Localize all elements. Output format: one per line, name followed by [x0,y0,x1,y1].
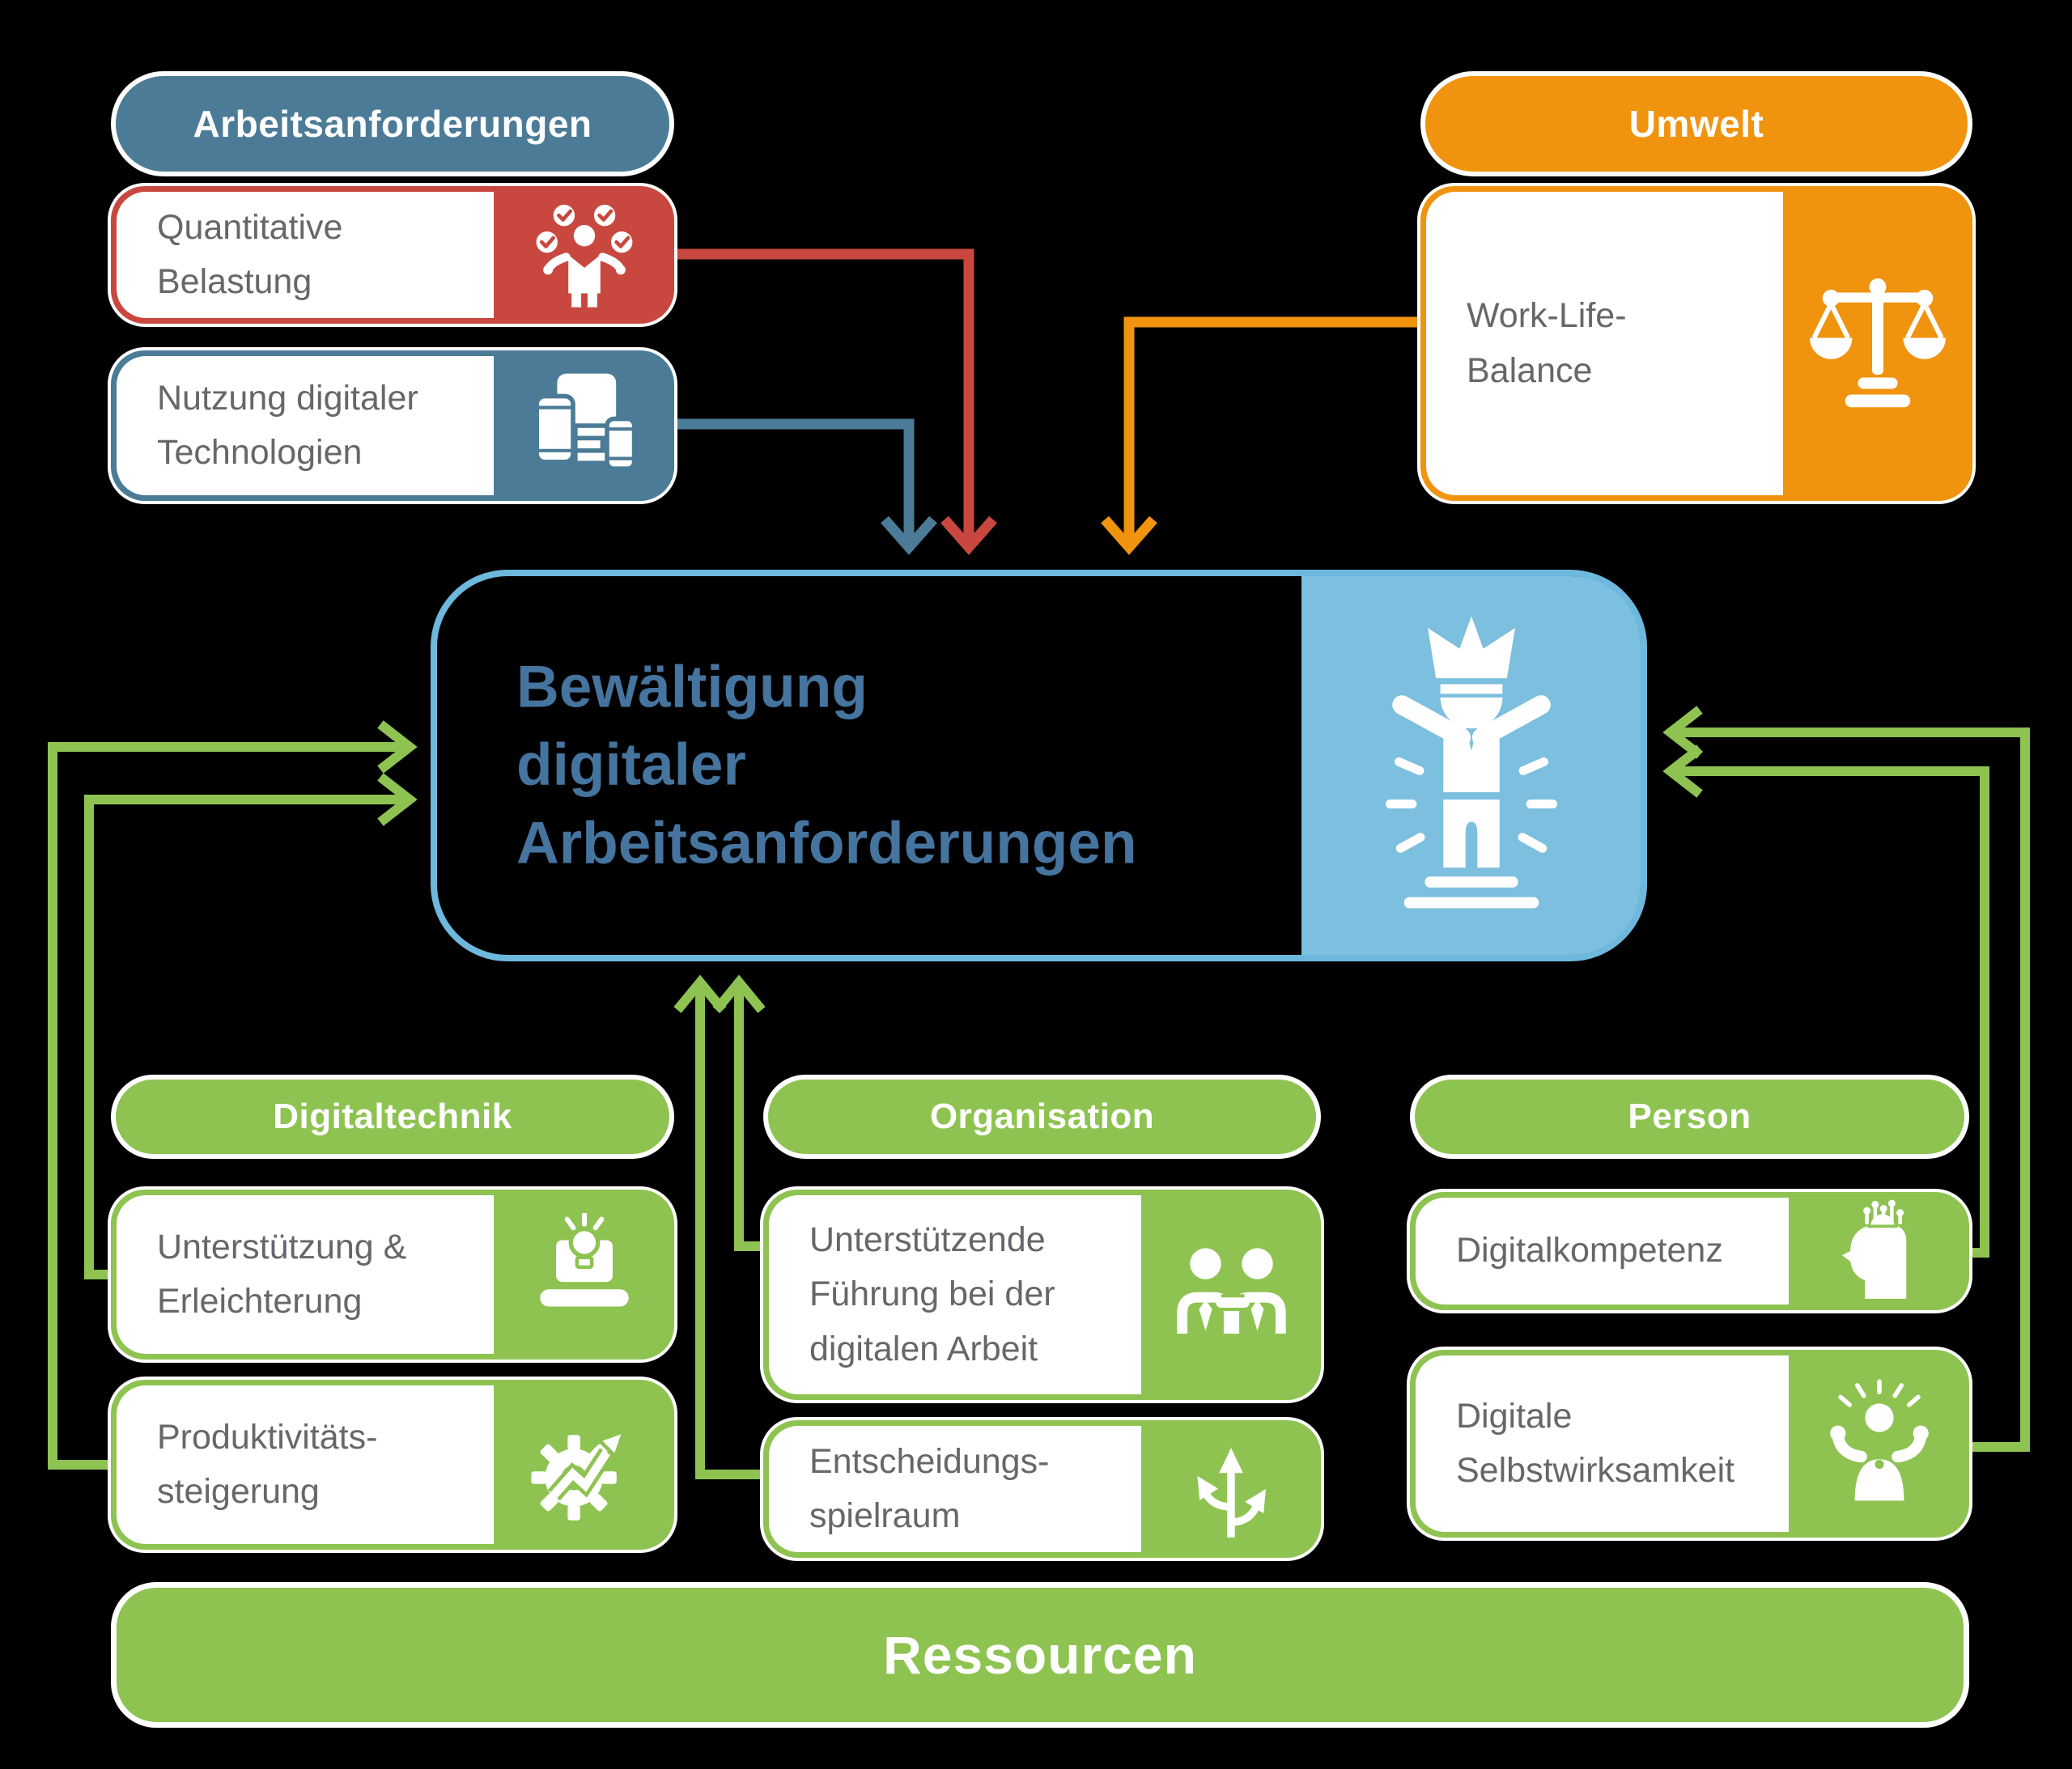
card-body: Digitale Selbstwirksamkeit [1416,1355,1789,1532]
arbeitsanforderungen-pill: Arbeitsanforderungen [111,71,674,176]
digital-devices-icon [494,350,674,501]
organisation-pill: Organisation [763,1075,1321,1159]
arrow-worklife-to-center [1101,316,1422,555]
organisation-pill-label: Organisation [929,1097,1155,1136]
card-body: Unterstützende Führung bei der digitalen… [769,1195,1141,1394]
gear-growth-icon [494,1380,674,1550]
card-body: Digitalkompetenz [1416,1198,1789,1304]
arrow-produktivitaet-to-center [48,720,418,1470]
card-label: Entscheidungs- spielraum [809,1441,1050,1535]
digitaltechnik-pill: Digitaltechnik [111,1075,674,1159]
supportive-leadership-icon [1141,1190,1321,1400]
self-efficacy-icon [1789,1350,1969,1538]
arrow-digitalkompetenz-to-center [1662,745,1989,1258]
branching-arrows-icon [1141,1420,1321,1558]
arrow-selbstwirksamkeit-to-center [1662,706,2030,1452]
digital-mind-icon [1789,1192,1969,1310]
arrow-unterstuetzung-to-center [84,773,418,1279]
card-body: Nutzung digitaler Technologien [117,356,494,495]
card-label: Nutzung digitaler Technologien [157,378,418,472]
center-box: Bewältigung digitaler Arbeitsanforderung… [431,570,1647,961]
card-label: Unterstützung & Erleichterung [157,1227,407,1321]
card-label: Work-Life- Balance [1467,296,1627,390]
digitaltechnik-pill-label: Digitaltechnik [273,1097,512,1136]
card-label: Digitale Selbstwirksamkeit [1456,1396,1735,1490]
digitale-selbstwirksamkeit-card: Digitale Selbstwirksamkeit [1410,1350,1969,1538]
person-pill: Person [1410,1075,1969,1159]
arrow-fuehrung-to-center [712,974,766,1251]
entscheidungsspielraum-card: Entscheidungs- spielraum [763,1420,1321,1558]
arbeitsanforderungen-pill-label: Arbeitsanforderungen [193,103,592,145]
unterstuetzende-fuehrung-card: Unterstützende Führung bei der digitalen… [763,1190,1321,1400]
card-body: Unterstützung & Erleichterung [117,1195,494,1354]
work-life-balance-card: Work-Life- Balance [1420,186,1972,501]
arrow-nutzung-to-center [674,418,937,555]
card-body: Produktivitäts- steigerung [117,1385,494,1544]
card-body: Quantitative Belastung [117,192,494,318]
produktivitaetssteigerung-card: Produktivitäts- steigerung [111,1380,674,1550]
umwelt-pill: Umwelt [1420,71,1972,176]
umwelt-pill-label: Umwelt [1628,103,1764,145]
card-label: Digitalkompetenz [1456,1231,1723,1271]
digitalkompetenz-card: Digitalkompetenz [1410,1192,1969,1310]
ressourcen-bar: Ressourcen [111,1582,1969,1728]
nutzung-digitaler-technologien-card: Nutzung digitaler Technologien [111,350,674,501]
arrow-entscheidung-to-center [673,974,765,1479]
arrow-quantitative-to-center [674,248,997,555]
card-body: Work-Life- Balance [1426,192,1783,495]
card-label: Produktivitäts- steigerung [157,1417,378,1511]
person-pill-label: Person [1628,1097,1751,1136]
ressourcen-bar-label: Ressourcen [883,1625,1197,1685]
unterstuetzung-erleichterung-card: Unterstützung & Erleichterung [111,1190,674,1360]
balance-scale-icon [1783,186,1972,501]
quantitative-belastung-card: Quantitative Belastung [111,186,674,324]
laptop-idea-icon [494,1190,674,1360]
checkmarks-person-icon [494,186,674,324]
card-label: Unterstützende Führung bei der digitalen… [809,1220,1055,1368]
card-label: Quantitative Belastung [157,207,343,301]
card-body: Entscheidungs- spielraum [769,1426,1141,1552]
champion-icon [1301,576,1641,955]
center-title: Bewältigung digitaler Arbeitsanforderung… [516,654,1137,876]
